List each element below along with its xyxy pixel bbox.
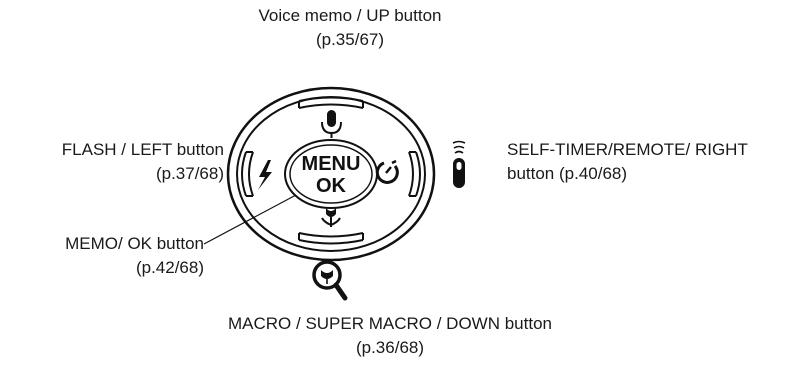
menu-ok-button[interactable]: MENU OK — [284, 139, 378, 209]
label-down-title: MACRO / SUPER MACRO / DOWN button — [228, 314, 552, 333]
super-macro-magnifier-icon — [312, 260, 348, 301]
label-up-page: (p.35/67) — [315, 30, 385, 49]
pad-up-segment[interactable] — [298, 96, 364, 109]
label-right-title: SELF-TIMER/REMOTE/ RIGHT — [507, 140, 748, 159]
menu-label: MENU — [302, 153, 361, 175]
pad-right-segment[interactable] — [408, 151, 421, 197]
label-down-page: (p.36/68) — [355, 338, 425, 357]
label-ok-title: MEMO/ OK button — [65, 234, 204, 253]
label-down-button: MACRO / SUPER MACRO / DOWN button (p.36/… — [140, 312, 640, 360]
label-right-button: SELF-TIMER/REMOTE/ RIGHT button (p.40/68… — [507, 138, 748, 186]
pad-outer-rim — [226, 86, 436, 262]
pad-down-segment[interactable] — [298, 232, 364, 245]
label-left-title: FLASH / LEFT button — [61, 140, 224, 159]
label-right-page: button (p.40/68) — [507, 164, 628, 183]
ok-label: OK — [316, 175, 347, 197]
label-left-button: FLASH / LEFT button (p.37/68) — [2, 138, 224, 186]
label-ok-button: MEMO/ OK button (p.42/68) — [2, 232, 204, 280]
self-timer-icon — [375, 159, 399, 184]
ok-leader-line — [203, 194, 297, 245]
label-left-page: (p.37/68) — [155, 164, 224, 183]
microphone-icon — [321, 110, 342, 138]
label-up-title: Voice memo / UP button — [258, 6, 442, 25]
pad-left-segment[interactable] — [241, 151, 254, 197]
remote-control-icon — [452, 140, 466, 188]
label-up-button: Voice memo / UP button (p.35/67) — [200, 4, 500, 52]
flash-icon — [258, 160, 272, 190]
label-ok-page: (p.42/68) — [135, 258, 204, 277]
macro-flower-icon — [321, 208, 341, 227]
